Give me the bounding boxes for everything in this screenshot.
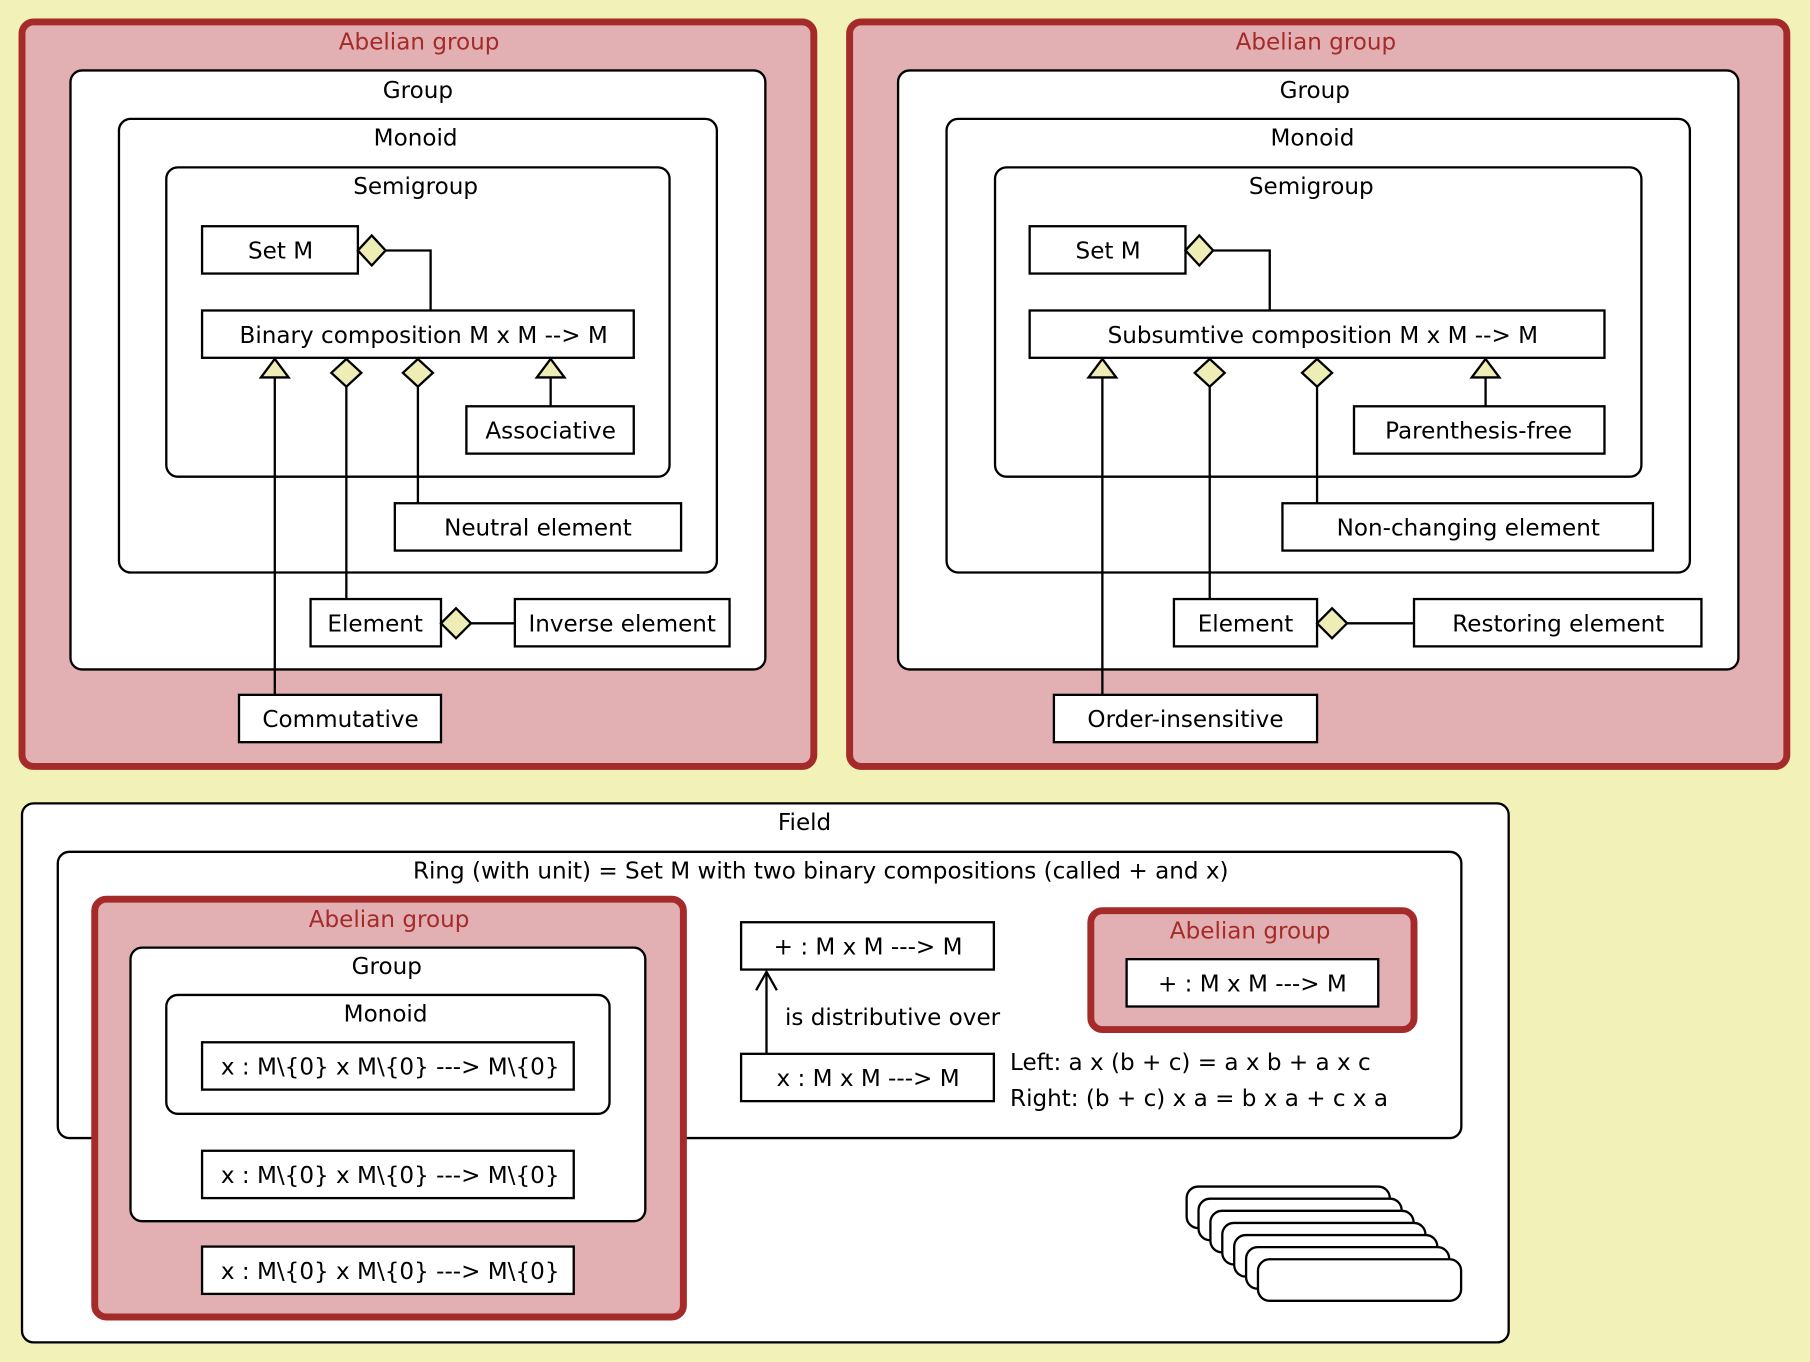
mult-abelian-op-label: x : M\{0} x M\{0} ---> M\{0} bbox=[221, 1259, 560, 1285]
mult-group-op-label: x : M\{0} x M\{0} ---> M\{0} bbox=[221, 1163, 560, 1189]
mult-abelian-title: Abelian group bbox=[309, 907, 470, 933]
mult-monoid-op-label: x : M\{0} x M\{0} ---> M\{0} bbox=[221, 1055, 560, 1081]
right-set-aggregation-diamond-icon bbox=[1183, 233, 1215, 268]
right-associative-generalization-triangle-icon bbox=[1469, 357, 1502, 379]
field-package: Field Ring (with unit) = Set M with two … bbox=[20, 802, 1510, 1344]
mult-group-title: Group bbox=[352, 954, 422, 980]
right-distributive-law: Right: (b + c) x a = b x a + c x a bbox=[1010, 1086, 1388, 1112]
left-set-aggregation-diamond-icon bbox=[356, 233, 388, 268]
distributive-label: is distributive over bbox=[785, 1005, 1001, 1031]
left-commutative-label: Commutative bbox=[262, 707, 418, 733]
left-set-label: Set M bbox=[248, 239, 313, 265]
right-neutral-aggregation-diamond-icon bbox=[1300, 357, 1334, 389]
left-semigroup-title: Semigroup bbox=[353, 174, 478, 200]
right-monoid-title: Monoid bbox=[1271, 125, 1355, 151]
mult-group-op-box[interactable] bbox=[200, 1149, 575, 1200]
mult-abelian-op-box[interactable] bbox=[200, 1245, 575, 1296]
mult-monoid-title: Monoid bbox=[344, 1002, 428, 1028]
left-element-box[interactable] bbox=[309, 597, 443, 648]
left-composition-label: Binary composition M x M --> M bbox=[240, 323, 608, 349]
ring-title: Ring (with unit) = Set M with two binary… bbox=[413, 858, 1229, 884]
right-inverse-box[interactable] bbox=[1412, 597, 1703, 648]
right-set-connector bbox=[1213, 249, 1271, 311]
left-commutative-generalization-triangle-icon bbox=[258, 357, 291, 379]
left-set-connector bbox=[385, 249, 432, 311]
right-semigroup-title: Semigroup bbox=[1249, 174, 1374, 200]
left-abelian-group: Abelian group Group Monoid Semigroup Set… bbox=[18, 18, 818, 770]
add-abelian-op-label: + : M x M ---> M bbox=[1158, 971, 1347, 997]
right-commutative-generalization-triangle-icon bbox=[1086, 357, 1119, 379]
right-set-box[interactable] bbox=[1028, 225, 1187, 275]
left-composition-box[interactable] bbox=[200, 309, 635, 359]
left-inverse-aggregation-diamond-icon bbox=[439, 606, 473, 640]
right-commutative-label: Order-insensitive bbox=[1087, 707, 1283, 733]
add-abelian-title: Abelian group bbox=[1170, 918, 1331, 944]
left-inverse-label: Inverse element bbox=[528, 611, 715, 637]
mult-monoid-op-box[interactable] bbox=[200, 1041, 575, 1091]
add-abelian-op-box[interactable] bbox=[1125, 958, 1380, 1008]
left-set-box[interactable] bbox=[200, 225, 360, 275]
field-title: Field bbox=[778, 810, 831, 836]
times-op-box[interactable] bbox=[739, 1052, 996, 1103]
left-associative-label: Associative bbox=[485, 419, 616, 445]
left-commutative-box[interactable] bbox=[237, 693, 443, 744]
distributive-arrow-head-icon bbox=[755, 969, 778, 991]
left-element-label: Element bbox=[327, 611, 423, 637]
right-associative-box[interactable] bbox=[1352, 405, 1606, 455]
right-element-label: Element bbox=[1198, 611, 1294, 637]
right-abelian-group: Abelian group Group Monoid Semigroup Set… bbox=[846, 18, 1791, 770]
right-composition-label: Subsumtive composition M x M --> M bbox=[1108, 323, 1538, 349]
left-group-title: Group bbox=[383, 78, 453, 104]
left-abelian-title: Abelian group bbox=[339, 30, 500, 56]
left-neutral-box[interactable] bbox=[393, 502, 683, 552]
right-group-title: Group bbox=[1280, 78, 1350, 104]
right-set-label: Set M bbox=[1076, 239, 1141, 265]
right-inverse-label: Restoring element bbox=[1452, 611, 1664, 637]
right-associative-label: Parenthesis-free bbox=[1385, 419, 1572, 445]
right-abelian-title: Abelian group bbox=[1236, 30, 1397, 56]
left-associative-generalization-triangle-icon bbox=[534, 357, 567, 379]
left-associative-box[interactable] bbox=[465, 405, 635, 455]
stacked-frames bbox=[1185, 1185, 1463, 1302]
left-neutral-aggregation-diamond-icon bbox=[401, 357, 435, 389]
left-inverse-box[interactable] bbox=[513, 597, 731, 648]
times-op-label: x : M x M ---> M bbox=[776, 1066, 959, 1092]
right-element-aggregation-diamond-icon bbox=[1193, 357, 1227, 389]
left-element-aggregation-diamond-icon bbox=[329, 357, 364, 389]
right-inverse-aggregation-diamond-icon bbox=[1315, 606, 1349, 640]
plus-op-box[interactable] bbox=[739, 921, 996, 971]
left-neutral-label: Neutral element bbox=[444, 516, 632, 542]
right-neutral-label: Non-changing element bbox=[1337, 516, 1600, 542]
stacked-frame[interactable] bbox=[1256, 1258, 1463, 1302]
right-neutral-box[interactable] bbox=[1281, 502, 1655, 552]
left-distributive-law: Left: a x (b + c) = a x b + a x c bbox=[1010, 1050, 1371, 1076]
left-monoid-title: Monoid bbox=[374, 125, 458, 151]
right-commutative-box[interactable] bbox=[1052, 693, 1319, 744]
right-composition-box[interactable] bbox=[1028, 309, 1606, 359]
plus-op-label: + : M x M ---> M bbox=[774, 935, 963, 961]
